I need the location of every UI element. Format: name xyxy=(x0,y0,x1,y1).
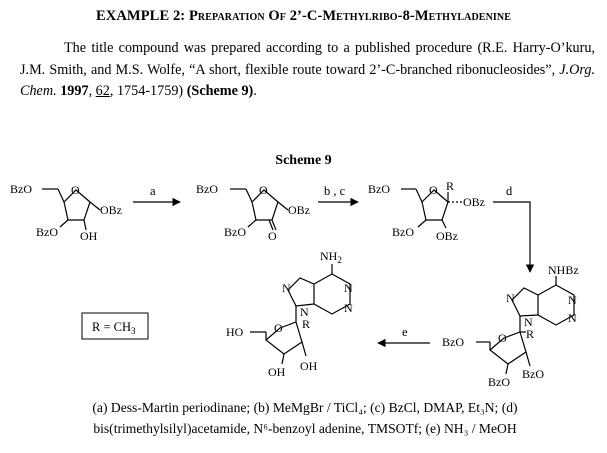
journal-pages: , 1754-1759) xyxy=(109,83,187,99)
legend-line-1: (a) Dess-Martin periodinane; (b) MeMgBr … xyxy=(92,400,518,415)
mol5-n1: N xyxy=(344,281,353,295)
mol2-bzo-top: BzO xyxy=(196,182,218,196)
molecule-4 xyxy=(476,276,575,375)
mol1-bzo-top: BzO xyxy=(10,182,32,196)
scheme-title: Scheme 9 xyxy=(275,153,332,168)
mol3-obz: OBz xyxy=(463,195,485,209)
scheme-reference: (Scheme 9) xyxy=(186,83,254,99)
mol3-obz2: OBz xyxy=(436,229,458,243)
mol1-ring-o: O xyxy=(71,183,80,197)
r-group-box xyxy=(81,312,149,340)
arrow-d xyxy=(493,201,535,273)
mol2-ring-o: O xyxy=(259,183,268,197)
paragraph-text: The title compound was prepared accordin… xyxy=(20,40,595,78)
mol4-ring-o: O xyxy=(498,331,507,345)
mol4-n7: N xyxy=(506,291,515,305)
arrow-bc-label: b , c xyxy=(324,184,346,198)
molecule-5 xyxy=(250,264,351,365)
mol1-bzo: BzO xyxy=(36,225,58,239)
heading-prefix: EXAMPLE 2: xyxy=(96,8,189,24)
mol5-r: R xyxy=(302,317,310,331)
mol5-ho: HO xyxy=(226,325,244,339)
molecule-2 xyxy=(230,188,289,231)
mol3-r: R xyxy=(446,179,454,193)
mol4-bzo-2: BzO xyxy=(488,375,510,389)
legend-line-2: bis(trimethylsilyl)acetamide, N⁶-benzoyl… xyxy=(93,421,517,436)
mol2-obz: OBz xyxy=(288,203,310,217)
arrow-a-label: a xyxy=(150,184,156,198)
example-heading: EXAMPLE 2: Preparation Of 2’-C-Methylrib… xyxy=(0,8,607,25)
mol4-nhbz: NHBz xyxy=(548,263,579,277)
mol5-oh-2: OH xyxy=(300,359,318,373)
journal-year: 1997 xyxy=(60,83,89,99)
mol4-n3: N xyxy=(568,311,577,325)
r-group-label: R = CH3 xyxy=(92,320,136,336)
mol1-oh: OH xyxy=(80,229,98,243)
mol1-obz: OBz xyxy=(100,203,122,217)
molecule-3 xyxy=(401,188,462,229)
mol5-n7: N xyxy=(282,281,291,295)
mol4-bzo-3: BzO xyxy=(522,367,544,381)
mol5-oh-1: OH xyxy=(268,365,286,379)
journal-name: J.Org. Chem. xyxy=(20,61,595,100)
arrow-d-label: d xyxy=(506,184,513,198)
mol3-bzo: BzO xyxy=(392,225,414,239)
mol5-n3: N xyxy=(344,301,353,315)
reagent-legend: (a) Dess-Martin periodinane; (b) MeMgBr … xyxy=(10,397,600,439)
heading-title: Preparation Of 2’-C-Methylribo-8-Methyla… xyxy=(188,8,511,24)
mol4-n1: N xyxy=(568,293,577,307)
intro-paragraph: The title compound was prepared accordin… xyxy=(20,40,595,100)
reaction-scheme: BzO O OBz BzO OH a BzO O OBz BzO O b , c… xyxy=(10,179,579,389)
arrow-e-label: e xyxy=(402,325,408,339)
paragraph-end: . xyxy=(253,83,257,99)
mol5-n9: N xyxy=(300,305,309,319)
mol2-bzo: BzO xyxy=(224,225,246,239)
mol3-ring-o: O xyxy=(429,183,438,197)
mol3-bzo-top: BzO xyxy=(368,182,390,196)
journal-volume: 62 xyxy=(95,83,110,99)
mol5-ring-o: O xyxy=(274,321,283,335)
mol2-ketone-o: O xyxy=(268,229,277,243)
mol5-nh2: NH2 xyxy=(320,249,342,265)
mol4-n9: N xyxy=(524,315,533,329)
mol4-bzo-top: BzO xyxy=(442,335,464,349)
molecule-1 xyxy=(42,188,101,231)
mol4-r: R xyxy=(526,327,534,341)
